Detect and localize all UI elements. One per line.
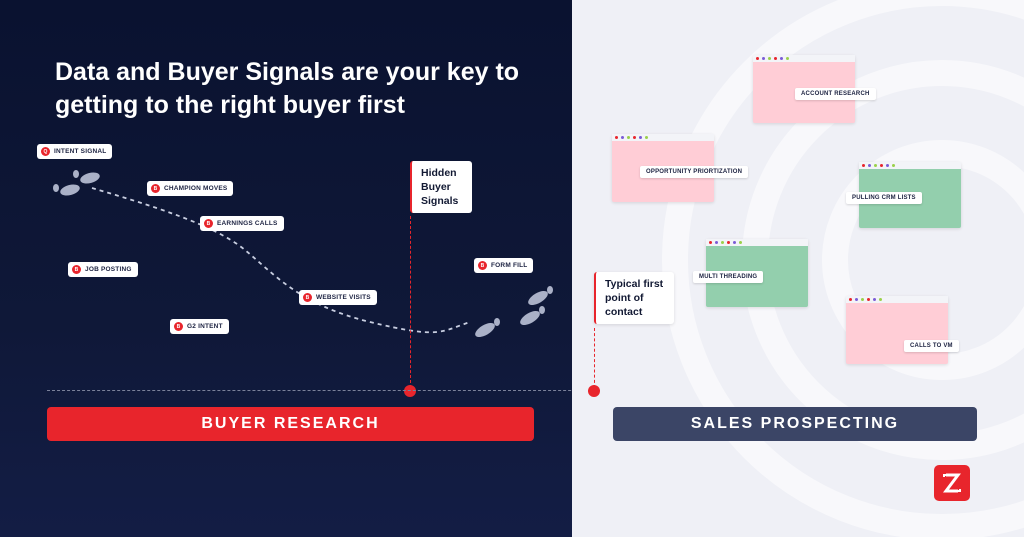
activity-card-account-research: ACCOUNT RESEARCH (753, 55, 876, 123)
activity-card-calls-to-vm: CALLS TO VM (846, 296, 959, 364)
signal-tag-g2-intent: B G2 INTENT (170, 319, 229, 334)
signal-icon: B (204, 219, 213, 228)
zoominfo-logo-icon (934, 465, 970, 501)
signal-label: WEBSITE VISITS (316, 294, 371, 301)
signal-tag-website-visits: B WEBSITE VISITS (299, 290, 377, 305)
signal-label: CHAMPION MOVES (164, 185, 228, 192)
flag-text: Typical first point of contact (605, 278, 664, 318)
search-icon: Q (41, 147, 50, 156)
sales-prospecting-pill: SALES PROSPECTING (613, 407, 977, 441)
activity-label: ACCOUNT RESEARCH (795, 88, 876, 100)
activity-card-multi-threading: MULTI THREADING (693, 239, 808, 307)
hidden-signals-line (410, 216, 411, 388)
signal-tag-earnings: B EARNINGS CALLS (200, 216, 284, 231)
buyer-research-panel: Data and Buyer Signals are your key to g… (0, 0, 572, 537)
first-contact-marker (588, 385, 600, 397)
end-footprints-icon (475, 286, 553, 337)
signal-tag-champion: B CHAMPION MOVES (147, 181, 234, 196)
first-contact-flag: Typical first point of contact (594, 272, 674, 324)
activity-label: MULTI THREADING (693, 271, 764, 283)
signal-icon: B (174, 322, 183, 331)
signal-label: G2 INTENT (187, 323, 223, 330)
card-toolbar (846, 296, 948, 303)
browser-icon: B (303, 293, 312, 302)
headline: Data and Buyer Signals are your key to g… (55, 58, 520, 119)
signal-label: FORM FILL (491, 262, 528, 269)
signal-icon: B (72, 265, 81, 274)
signal-label: JOB POSTING (85, 266, 132, 273)
buyer-journey-path (53, 170, 553, 337)
activity-card-opportunity: OPPORTUNITY PRIORTIZATION (612, 134, 749, 202)
signal-tag-intent: Q INTENT SIGNAL (37, 144, 113, 159)
card-toolbar (612, 134, 714, 141)
activity-label: CALLS TO VM (904, 340, 959, 352)
signal-icon: B (151, 184, 160, 193)
signal-label: EARNINGS CALLS (217, 220, 278, 227)
first-contact-line (594, 328, 595, 388)
hidden-buyer-signals-flag: Hidden Buyer Signals (410, 161, 472, 213)
activity-label: OPPORTUNITY PRIORTIZATION (640, 166, 749, 178)
start-footprints-icon (53, 170, 100, 196)
card-toolbar (859, 162, 961, 169)
signal-tag-job-posting: B JOB POSTING (68, 262, 138, 277)
card-toolbar (706, 239, 808, 246)
signal-tag-form-fill: B FORM FILL (474, 258, 534, 273)
card-toolbar (753, 55, 855, 62)
signal-label: INTENT SIGNAL (54, 148, 107, 155)
signal-icon: B (478, 261, 487, 270)
timeline (47, 390, 977, 391)
activity-card-crm-lists: PULLING CRM LISTS (846, 162, 961, 228)
buyer-research-pill: BUYER RESEARCH (47, 407, 534, 441)
activity-label: PULLING CRM LISTS (846, 192, 922, 204)
hidden-signals-marker (404, 385, 416, 397)
flag-text: Hidden Buyer Signals (421, 167, 459, 207)
